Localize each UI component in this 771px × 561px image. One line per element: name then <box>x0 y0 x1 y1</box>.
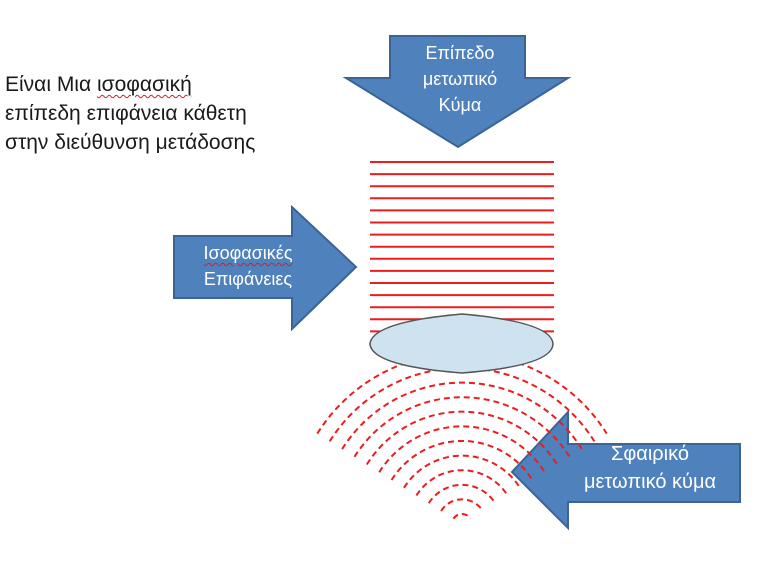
plane-wave-arrow <box>342 35 572 149</box>
description-text: Είναι Μια ισοφασική επίπεδη επιφάνεια κά… <box>5 70 255 157</box>
spherical-wavefront-arc <box>365 410 559 466</box>
spherical-wavefront-arc <box>390 440 534 481</box>
spherical-wave-arrow <box>510 409 741 531</box>
spherical-wavefront-arc <box>427 483 497 504</box>
description-line-3: στην διεύθυνση μετάδοσης <box>5 131 256 154</box>
plane-wave-label: Επίπεδο μετωπικό Κύμα <box>422 43 498 115</box>
spherical-wavefront-arc <box>415 469 509 497</box>
spherical-wavefront-arc <box>440 498 484 512</box>
spherical-wavefront-arc <box>452 512 472 520</box>
spherical-wavefront-arc <box>403 454 521 489</box>
description-line-2: επίπεδη επιφάνεια κάθετη <box>5 102 247 125</box>
equiphase-word: ισοφασική <box>96 73 192 96</box>
spherical-wave-label: Σφαιρικό μετωπικό κύμα <box>583 443 717 493</box>
lens <box>369 313 554 374</box>
description-line-1: Είναι Μια ισοφασική <box>5 73 192 96</box>
spherical-wavefront-arc <box>328 367 596 442</box>
equiphase-surfaces-label: Ισοφασικές Επιφάνειες <box>203 243 293 289</box>
spherical-wavefront-arc <box>341 381 583 450</box>
spherical-wavefronts <box>316 352 608 520</box>
plane-wavefronts <box>370 161 554 333</box>
equiphase-surfaces-arrow <box>173 204 358 332</box>
